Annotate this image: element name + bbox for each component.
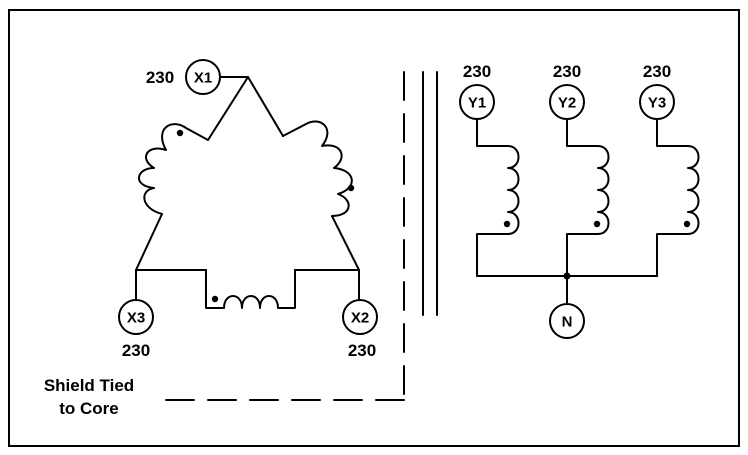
terminal-y3-label: Y3 [648,95,666,112]
coil-y2 [566,118,610,277]
polarity-dot-x3-x2 [211,295,219,303]
terminal-x3-label: X3 [127,310,145,327]
terminal-x1-voltage: 230 [146,68,174,87]
shield-note-line2: to Core [59,399,119,418]
polarity-dot-x1-x2 [347,184,355,192]
terminal-y3[interactable]: Y3 [639,84,675,120]
terminal-x2[interactable]: X2 [342,299,378,335]
terminal-x3[interactable]: X3 [118,299,154,335]
secondary-wye-winding [476,118,700,305]
terminal-y2-label: Y2 [558,95,576,112]
coil-x1-x3 [138,123,209,215]
terminal-x2-label: X2 [351,310,369,327]
coil-x1-x2 [282,120,353,217]
terminal-x2-voltage: 230 [348,341,376,360]
polarity-dot-x1-x3 [176,129,184,137]
terminal-neutral-label: N [562,314,573,331]
primary-delta-winding [135,76,360,309]
delta-left-top-conductor [207,76,249,141]
diagram-border [8,9,740,447]
coil-y3 [656,118,700,277]
terminal-y1[interactable]: Y1 [459,84,495,120]
terminal-x1[interactable]: X1 [185,59,221,95]
terminal-y2-voltage: 230 [553,62,581,81]
polarity-dot-y3 [683,220,691,228]
terminal-x1-label: X1 [194,70,212,87]
terminal-y1-voltage: 230 [463,62,491,81]
polarity-dot-y2 [593,220,601,228]
terminal-y2[interactable]: Y2 [549,84,585,120]
delta-right-top-conductor [247,76,284,137]
terminal-y1-label: Y1 [468,95,486,112]
shield-note-line1: Shield Tied [44,376,134,395]
delta-right-bottom-conductor [331,215,360,271]
terminal-y3-voltage: 230 [643,62,671,81]
terminal-x3-voltage: 230 [122,341,150,360]
polarity-dot-y1 [503,220,511,228]
coil-x3-x2 [205,269,296,309]
coil-y1 [476,118,520,277]
terminal-neutral[interactable]: N [549,303,585,339]
delta-left-bottom-conductor [135,213,163,271]
